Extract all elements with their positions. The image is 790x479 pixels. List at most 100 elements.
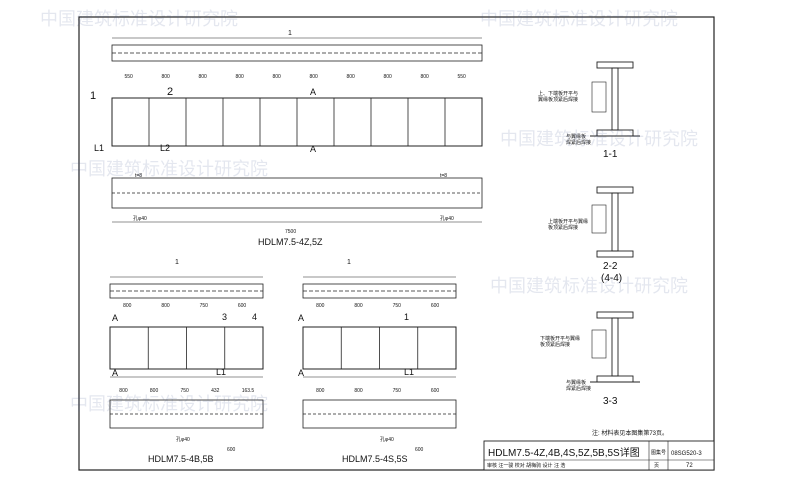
s-top-dim-0: 800 <box>316 303 325 309</box>
section-notes: 上、下端板开平与 翼缘板顶紧后焊接 与翼缘板 焊紧后焊接 1-1 上端板开平与翼… <box>538 90 668 437</box>
z-top-dim-5: 800 <box>310 74 319 80</box>
s-hole-note: 孔φ40 <box>380 436 394 443</box>
z-top-dim-7: 800 <box>384 74 393 80</box>
z-top-dim-6: 800 <box>347 74 356 80</box>
b-section-4-marker: 4 <box>252 312 257 322</box>
z-section-2-marker: 2 <box>167 86 173 98</box>
title-block-main: HDLM7.5-4Z,4B,4S,5Z,5B,5S详图 <box>488 446 640 459</box>
page-label: 页 <box>654 463 659 469</box>
z-section-1-marker: 1 <box>90 90 96 102</box>
z-L1-label: L1 <box>94 143 104 153</box>
sheet-border <box>78 16 715 471</box>
b-top-dim-1: 800 <box>161 303 170 309</box>
b-hole-note: 孔φ40 <box>176 436 190 443</box>
s-labels: 1 A A 1 L1 孔φ40 600 HDLM7.5-4S,5S <box>298 259 424 464</box>
page-number: 72 <box>686 463 693 469</box>
title-block-signatures: 审核 汪一骏 校对 胡梅驹 设计 汪 浩 <box>487 462 565 469</box>
b-bot-dim-2: 750 <box>181 388 190 394</box>
b-section-A-top: A <box>112 313 118 323</box>
material-note: 注: 材料表见本图集第73页。 <box>592 429 668 437</box>
b-top-dim-row: 800 800 750 600 <box>123 303 246 309</box>
s11-note3: 与翼缘板 <box>566 133 586 140</box>
watermark-cn-1: 中国建筑标准设计研究院 <box>40 9 238 30</box>
s33-note2: 板顶紧后焊接 <box>540 341 570 348</box>
s22-note2: 板顶紧后焊接 <box>548 224 578 231</box>
b-top-dim-3: 600 <box>238 303 247 309</box>
s33-note3: 与翼缘板 <box>566 379 586 386</box>
z-labels: 1 1 2 A A L1 L2 7500 孔φ40 孔φ40 t=8 t=8 H… <box>90 30 454 247</box>
s-top-marker: 1 <box>347 259 351 266</box>
z-t8-left: t=8 <box>135 173 142 179</box>
z-top-marker: 1 <box>288 30 292 37</box>
s-bot-dim-2: 750 <box>393 388 402 394</box>
s22-sub: (4-4) <box>601 273 622 284</box>
s-top-dim-2: 750 <box>393 303 402 309</box>
b-bot-dim-1: 800 <box>150 388 159 394</box>
z-plan-stiffeners <box>148 98 446 146</box>
s-top-dim-1: 800 <box>354 303 363 309</box>
s33-note4: 焊紧后焊接 <box>566 385 591 392</box>
s11-title: 1-1 <box>603 149 618 160</box>
z-top-dim-1: 800 <box>162 74 171 80</box>
s-section-1-marker: 1 <box>404 312 409 322</box>
section-2-2-sketch <box>591 186 634 258</box>
z-hole-note-right: 孔φ40 <box>440 215 454 222</box>
s-drawing-title: HDLM7.5-4S,5S <box>342 454 408 464</box>
b-section-3-marker: 3 <box>222 312 227 322</box>
b-bot-dim-4: 163.5 <box>242 388 255 394</box>
z-drawing-title: HDLM7.5-4Z,5Z <box>258 237 323 247</box>
s11-note1: 上、下端板开平与 <box>538 90 578 97</box>
z-top-dim-9: 550 <box>458 74 467 80</box>
s22-note1: 上端板开平与翼缘 <box>548 218 588 225</box>
watermark-cn-5: 中国建筑标准设计研究院 <box>490 276 688 297</box>
s-bottom-dim: 600 <box>415 447 424 453</box>
s-top-dim-3: 600 <box>431 303 440 309</box>
b-bottom-dim: 600 <box>227 447 236 453</box>
z-top-dim-row: 550 800 800 800 800 800 800 800 800 550 <box>125 74 467 80</box>
b-bot-dim-3: 432 <box>211 388 220 394</box>
z-top-dim-3: 800 <box>236 74 245 80</box>
s-plan-view <box>302 276 457 429</box>
section-1-1-sketch <box>590 61 640 137</box>
b-bot-dim-0: 800 <box>119 388 128 394</box>
watermark-layer: 中国建筑标准设计研究院 中国建筑标准设计研究院 中国建筑标准设计研究院 中国建筑… <box>40 9 698 415</box>
z-top-dim-8: 800 <box>421 74 430 80</box>
s-bot-dim-0: 800 <box>316 388 325 394</box>
atlas-number: 08SG520-3 <box>671 451 702 457</box>
watermark-cn-4: 中国建筑标准设计研究院 <box>70 159 268 180</box>
s-bot-dim-3: 600 <box>431 388 440 394</box>
b-plan-stiffeners <box>147 327 226 369</box>
s-bot-dim-row: 800 800 750 600 <box>316 388 439 394</box>
z-overall-dim: 7500 <box>285 229 296 235</box>
s-bot-dim-1: 800 <box>354 388 363 394</box>
s-top-dim-row: 800 800 750 600 <box>316 303 439 309</box>
watermark-cn-6: 中国建筑标准设计研究院 <box>70 394 268 415</box>
s33-title: 3-3 <box>603 396 618 407</box>
b-section-A-bottom: A <box>112 368 118 378</box>
s22-title: 2-2 <box>603 261 618 272</box>
section-3-3-sketch <box>590 311 640 383</box>
z-section-A-top: A <box>310 87 316 97</box>
z-t8-right: t=8 <box>440 173 447 179</box>
z-top-dim-0: 550 <box>125 74 134 80</box>
z-hole-note-left: 孔φ40 <box>133 215 147 222</box>
s-L1-label: L1 <box>404 367 414 377</box>
b-labels: 1 A A 3 4 L1 孔φ40 600 HDLM7.5-4B,5B <box>112 259 257 464</box>
z-section-A-bottom: A <box>310 144 316 154</box>
b-top-dim-0: 800 <box>123 303 132 309</box>
z-top-dim-4: 800 <box>273 74 282 80</box>
atlas-label: 图集号 <box>651 449 666 456</box>
b-drawing-title: HDLM7.5-4B,5B <box>148 454 214 464</box>
b-L3-label: L1 <box>216 367 226 377</box>
z-top-dim-2: 800 <box>199 74 208 80</box>
s-section-A-bottom: A <box>298 368 304 378</box>
watermark-cn-3: 中国建筑标准设计研究院 <box>500 129 698 150</box>
b-top-marker: 1 <box>175 259 179 266</box>
b-bot-dim-row: 800 800 750 432 163.5 <box>119 388 254 394</box>
title-block: HDLM7.5-4Z,4B,4S,5Z,5B,5S详图 图集号 08SG520-… <box>483 440 715 471</box>
z-L2-label: L2 <box>160 143 170 153</box>
s11-note2: 翼缘板顶紧后焊接 <box>538 96 578 103</box>
b-top-dim-2: 750 <box>200 303 209 309</box>
watermark-cn-2: 中国建筑标准设计研究院 <box>480 9 678 30</box>
b-plan-view <box>109 276 264 429</box>
